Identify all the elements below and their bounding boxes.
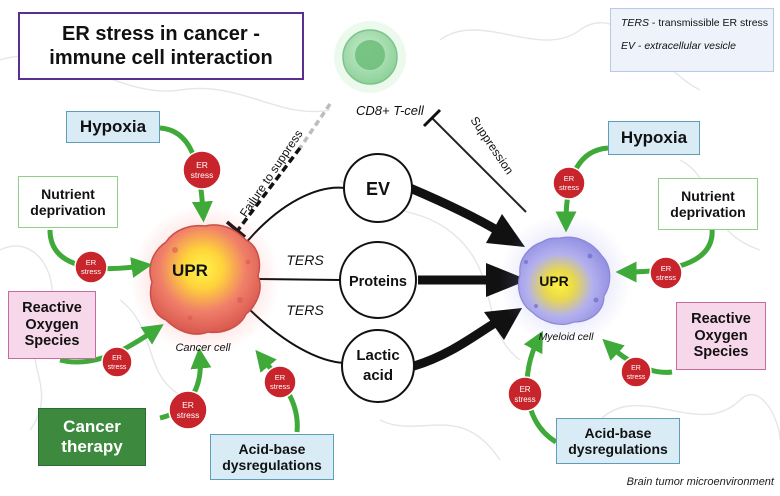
er-badge-line1: ER [275,373,286,382]
suppression-line [422,108,527,213]
er-badge: ER stress [507,376,543,412]
er-badge: ER stress [649,256,683,290]
lactic-acid-circle [341,329,415,403]
left-acid-line1: Acid-base [238,440,306,457]
ters-label-lower: TERS [286,302,324,318]
er-stress-badges: ER stress ER stress ER stress ER stress … [74,150,683,430]
ev-label: EV [366,179,390,199]
proteins-label: Proteins [349,274,407,290]
therapy-line2: therapy [61,437,123,456]
proteins-circle [339,241,417,319]
myeloid-cell [499,214,631,346]
left-nutrient-line2: deprivation [30,202,106,218]
er-badge: ER stress [101,346,133,378]
er-badge-line2: stress [81,267,101,276]
myeloid-upr-label: UPR [539,273,569,289]
left-ros-box: Reactive Oxygen Species [8,291,96,359]
legend-ev: EV - extracellular vesicle [621,39,763,52]
right-nutrient-box: Nutrient deprivation [658,178,758,230]
footer-caption: Brain tumor microenvironment [626,476,774,488]
er-badge: ER stress [74,250,108,284]
er-badge-line1: ER [631,365,641,372]
right-ros-line3: Species [693,344,749,361]
legend: TERS - transmissible ER stress EV - extr… [610,8,774,72]
failure-to-suppress-label: Failure to suppress [237,127,306,219]
er-badge-line2: stress [191,170,214,180]
right-acid-line1: Acid-base [584,424,652,441]
cancer-therapy-box: Cancer therapy [38,408,146,466]
er-badge: ER stress [263,365,297,399]
left-hypoxia-box: Hypoxia [66,111,160,143]
ev-circle [343,153,413,223]
cancer-cell [130,205,280,355]
right-ros-line2: Oxygen [694,327,748,344]
er-badge: ER stress [552,166,586,200]
left-nutrient-box: Nutrient deprivation [18,176,118,228]
right-hypoxia-box: Hypoxia [608,121,700,155]
myeloid-cell-caption: Myeloid cell [539,331,595,343]
er-badge-line2: stress [177,410,200,420]
left-ros-line2: Oxygen [25,316,79,333]
er-badge-line1: ER [661,264,672,273]
right-ros-line1: Reactive [691,310,751,327]
left-hypoxia-label: Hypoxia [79,117,147,137]
suppression-label: Suppression [468,114,517,177]
right-nutrient-line2: deprivation [670,204,746,220]
er-badge-line2: stress [270,382,290,391]
diagram-title: ER stress in cancer - immune cell intera… [18,12,304,80]
er-badge-line2: stress [656,273,676,282]
legend-ters-def: - transmissible ER stress [649,17,769,29]
ters-label-upper: TERS [286,252,324,268]
right-nutrient-line1: Nutrient [681,187,735,204]
cancer-cell-caption: Cancer cell [175,342,231,354]
left-nutrient-line1: Nutrient [41,185,95,202]
title-line2: immune cell interaction [49,47,273,69]
er-badge: ER stress [182,150,222,190]
er-badge-line2: stress [108,364,127,371]
er-badge: ER stress [620,356,652,388]
er-badge-line1: ER [196,160,208,170]
er-badge: ER stress [168,390,208,430]
er-badge-line1: ER [112,355,122,362]
er-badge-line1: ER [182,400,194,410]
left-ros-line1: Reactive [22,299,82,316]
er-badge-line2: stress [559,183,579,192]
er-badge-line2: stress [514,395,535,404]
er-badge-line1: ER [86,258,97,267]
cd8-t-cell-label: CD8+ T-cell [356,103,425,118]
cd8-t-cell [334,21,406,93]
legend-ters-abbr: TERS [621,17,650,29]
er-badge-line1: ER [564,174,575,183]
right-hypoxia-label: Hypoxia [620,128,688,148]
left-acid-line2: dysregulations [222,457,322,473]
cancer-upr-label: UPR [172,261,208,280]
right-acid-base-box: Acid-base dysregulations [556,418,680,464]
er-badge-line1: ER [519,385,530,394]
left-acid-base-box: Acid-base dysregulations [210,434,334,480]
title-line1: ER stress in cancer - [62,23,260,45]
right-ros-box: Reactive Oxygen Species [676,302,766,370]
lactic-label-line1: Lactic [356,347,399,364]
legend-ev-abbr: EV [621,39,636,52]
therapy-line1: Cancer [63,416,121,436]
left-ros-line3: Species [24,333,80,350]
lactic-label-line2: acid [363,367,393,384]
legend-ters: TERS - transmissible ER stress [621,17,768,29]
er-badge-line2: stress [627,374,646,381]
legend-ev-def: - extracellular vesicle [635,39,736,52]
right-acid-line2: dysregulations [568,441,668,457]
